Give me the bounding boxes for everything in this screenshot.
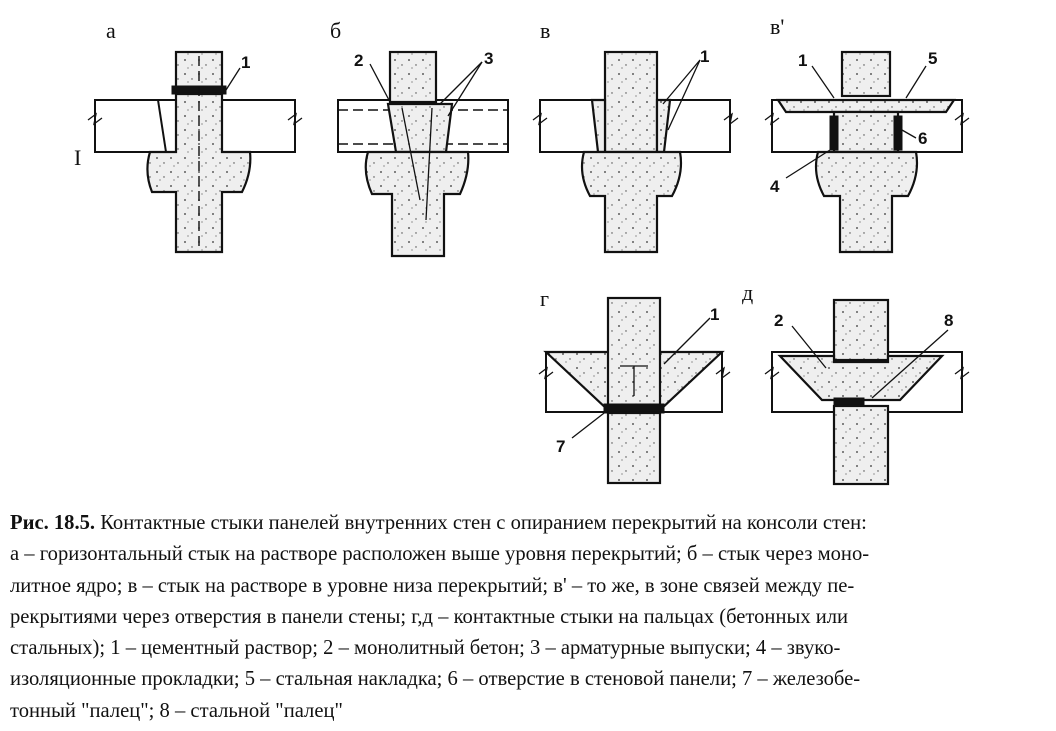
panel-g: г 1 7: [538, 286, 731, 485]
lower-wall-panel-with-console: [364, 150, 470, 258]
figure-label: Рис. 18.5.: [10, 512, 96, 534]
callout: 4: [770, 177, 780, 196]
lower-wall-panel: [832, 404, 890, 486]
caption-line: рекрытиями через отверстия в панели стен…: [10, 605, 849, 628]
upper-wall-panel: [388, 50, 438, 104]
sound-insulation-pad: [829, 115, 839, 151]
wall-opening-zone: [832, 110, 900, 154]
lower-wall-panel: [606, 411, 662, 485]
steel-plate-with-mortar: [775, 98, 957, 114]
panel-a: а I 1: [74, 18, 303, 254]
caption-line: стальных); 1 – цементный раствор; 2 – мо…: [10, 637, 841, 660]
callout: 2: [354, 51, 363, 70]
caption-line: изоляционные прокладки; 5 – стальная нак…: [10, 668, 861, 691]
caption-line: тонный "палец"; 8 – стальной "палец": [10, 699, 343, 722]
callout: 5: [928, 49, 937, 68]
callout: 1: [710, 305, 719, 324]
callout: 1: [798, 51, 807, 70]
upper-wall-panel: [840, 50, 892, 98]
joint-diagrams-figure: а I 1 б 2 3 в: [74, 14, 970, 486]
caption-line: а – горизонтальный стык на растворе расп…: [10, 543, 870, 566]
lower-wall-panel-with-console: [146, 92, 252, 254]
panel-label-v-prime: в': [770, 14, 784, 39]
callout: 1: [700, 47, 709, 66]
lower-wall-panel-with-console: [814, 150, 919, 254]
caption-line: литное ядро; в – стык на растворе в уров…: [10, 574, 855, 597]
upper-wall-panel: [832, 298, 890, 362]
callout: 6: [918, 129, 927, 148]
callout: 2: [774, 311, 783, 330]
panel-label-d: д: [742, 280, 753, 305]
panel-label-a: а: [106, 18, 116, 43]
callout: 3: [484, 49, 493, 68]
callout: 8: [944, 311, 953, 330]
panel-d: д 2 8: [742, 280, 970, 486]
caption-line: Рис. 18.5. Контактные стыки панелей внут…: [10, 512, 867, 534]
monolithic-concrete-fill: [777, 354, 945, 402]
panel-v: в 1: [532, 18, 739, 254]
panel-v-prime: в' 1 5 6 4: [764, 14, 970, 254]
callout: 7: [556, 437, 565, 456]
panel-label-g: г: [540, 286, 549, 311]
steel-finger: [833, 397, 865, 407]
panel-b: б 2 3: [330, 18, 509, 258]
slab-mark: I: [74, 145, 81, 170]
panel-label-v: в: [540, 18, 550, 43]
mortar-joint: [603, 403, 665, 414]
callout: 1: [241, 53, 250, 72]
monolithic-core: [386, 102, 454, 154]
panel-label-b: б: [330, 18, 341, 43]
upper-wall-panel: [603, 50, 659, 154]
figure-caption: Рис. 18.5. Контактные стыки панелей внут…: [10, 508, 1050, 727]
lower-wall-panel-with-console: [580, 150, 683, 254]
sound-insulation-pad: [893, 115, 903, 151]
